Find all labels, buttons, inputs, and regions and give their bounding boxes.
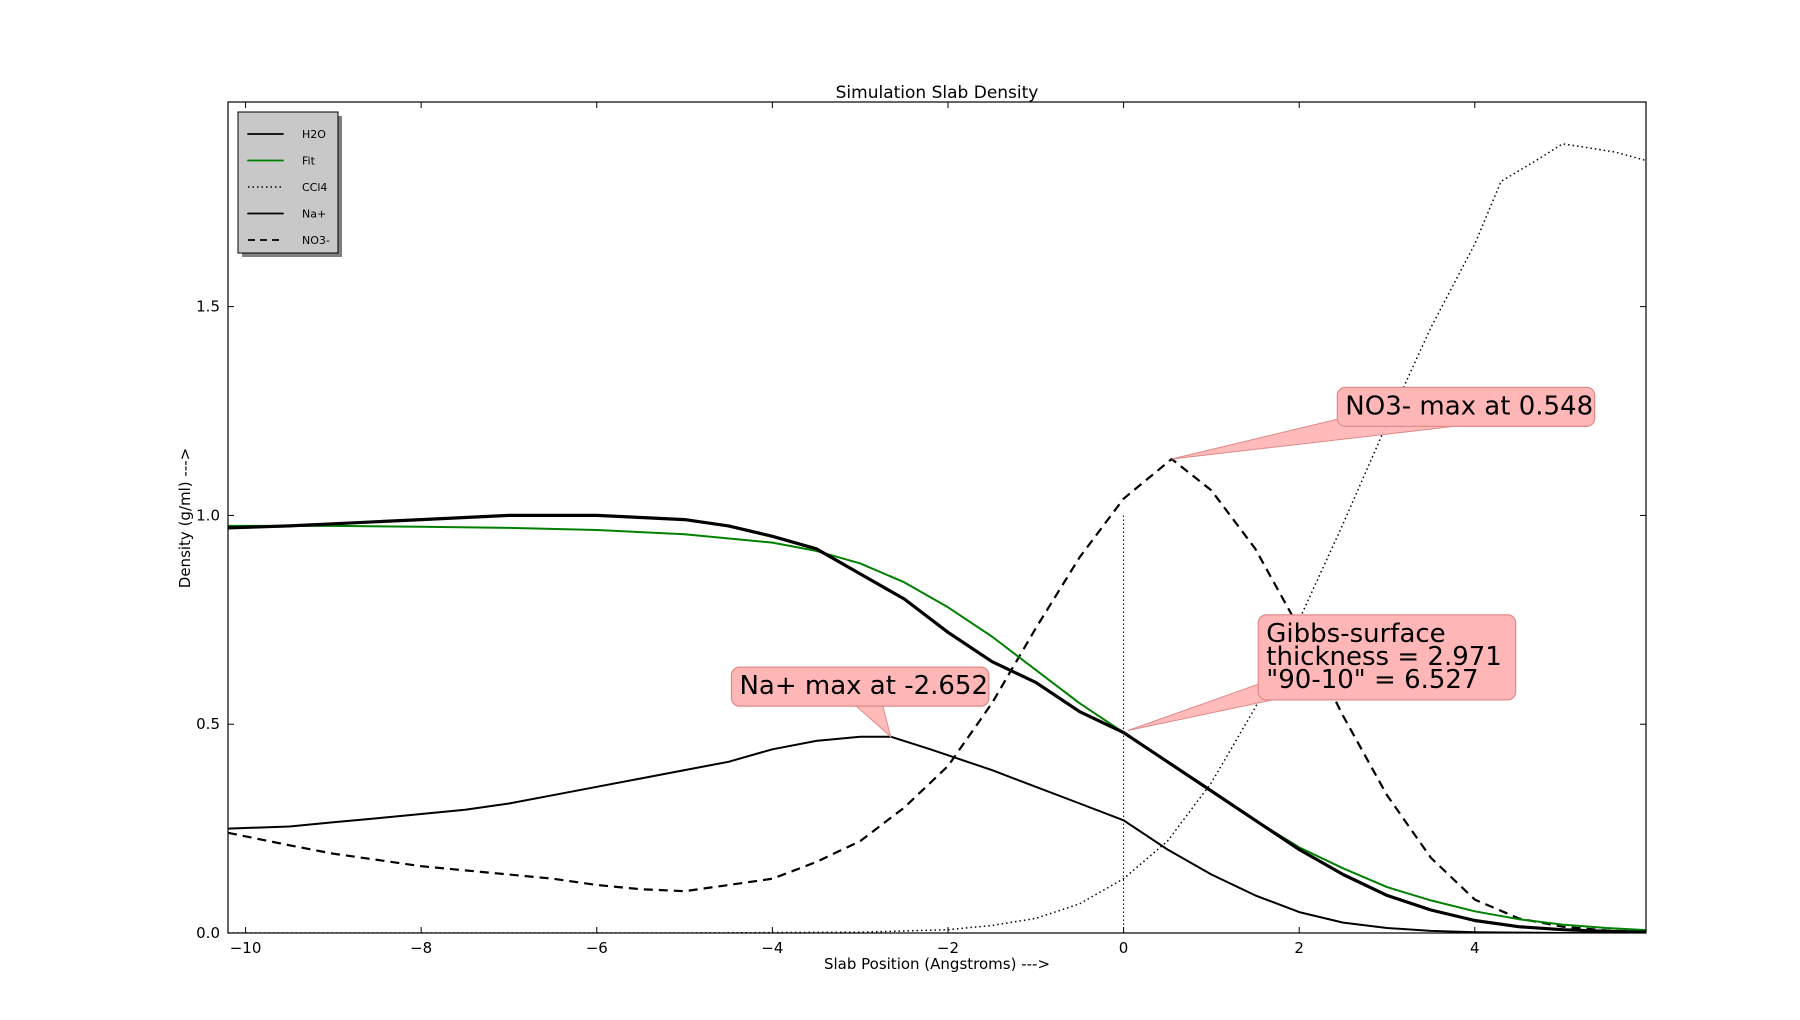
plot-area bbox=[228, 143, 1646, 933]
y-tick-label: 1.0 bbox=[196, 506, 220, 524]
callout-box bbox=[1336, 386, 1596, 427]
chart-title: Simulation Slab Density bbox=[836, 83, 1039, 103]
x-tick-label: −10 bbox=[230, 939, 262, 957]
callout-box bbox=[1257, 614, 1517, 701]
legend-label: NO3- bbox=[302, 234, 330, 247]
x-tick-label: 0 bbox=[1119, 939, 1129, 957]
series-line-h2o bbox=[228, 513, 1646, 933]
legend-label: Fit bbox=[302, 155, 316, 168]
x-tick-label: −6 bbox=[586, 939, 608, 957]
axis-ticks: −10 −8 −6 −4 −2 0 2 4 0.0 0.5 1.0 1.5 bbox=[196, 102, 1646, 957]
callout: Na+ max at -2.652 bbox=[730, 666, 990, 739]
y-tick-label: 0.5 bbox=[196, 715, 220, 733]
x-tick-label: −2 bbox=[937, 939, 959, 957]
y-tick-label: 1.5 bbox=[196, 298, 220, 316]
x-tick-label: 4 bbox=[1470, 939, 1480, 957]
callout-text: "90-10" = 6.527 bbox=[1266, 665, 1478, 695]
callout-text: Na+ max at -2.652 bbox=[739, 671, 988, 701]
legend-box bbox=[237, 111, 339, 254]
axes-frame bbox=[227, 101, 1647, 934]
series-line-fit bbox=[228, 524, 1646, 932]
callout: NO3- max at 0.548 bbox=[1171, 386, 1596, 460]
callout-text: Gibbs-surface bbox=[1266, 619, 1445, 649]
x-tick-label: 2 bbox=[1294, 939, 1304, 957]
series-group bbox=[228, 143, 1646, 933]
legend-label: Na+ bbox=[302, 208, 326, 221]
series-line-na bbox=[228, 735, 1646, 933]
series-line-ccl4 bbox=[228, 143, 1646, 933]
legend-label: H2O bbox=[302, 128, 326, 141]
y-axis-label: Density (g/ml) ---> bbox=[176, 448, 194, 588]
callout-text: thickness = 2.971 bbox=[1266, 642, 1502, 672]
x-tick-label: −4 bbox=[761, 939, 783, 957]
x-axis-label: Slab Position (Angstroms) ---> bbox=[824, 955, 1050, 973]
series-line-no3 bbox=[228, 457, 1646, 933]
callout-text: NO3- max at 0.548 bbox=[1345, 391, 1593, 421]
x-tick-label: −8 bbox=[410, 939, 432, 957]
y-tick-label: 0.0 bbox=[196, 924, 220, 942]
legend-label: CCl4 bbox=[302, 181, 327, 194]
annotations: NO3- max at 0.548Gibbs-surfacethickness … bbox=[730, 386, 1596, 739]
callout-box bbox=[730, 666, 990, 707]
